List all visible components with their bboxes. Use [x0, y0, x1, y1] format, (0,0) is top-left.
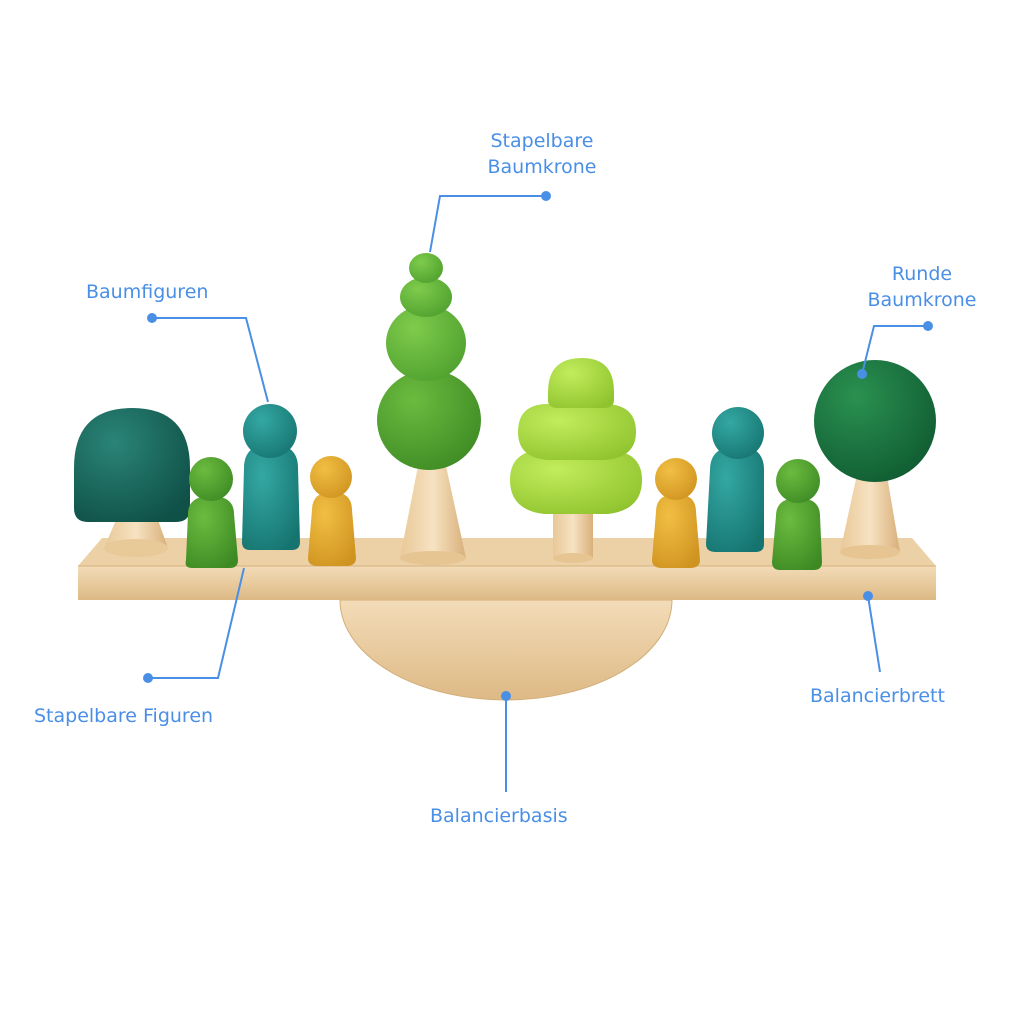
label-stacking-figures: Stapelbare Figuren — [34, 705, 214, 727]
callouts — [148, 195, 928, 792]
callout-dot-tree-figures — [147, 313, 157, 323]
figure-teal-left — [242, 404, 300, 550]
lime-tree — [510, 358, 642, 563]
callout-dot-balance-board — [863, 591, 873, 601]
label-round-crown: Runde Baumkrone — [867, 263, 977, 311]
figure-mustard-left — [308, 456, 356, 566]
label-balance-base: Balancierbasis — [430, 805, 568, 827]
stacking-tree — [377, 253, 481, 565]
callout-dot-stacking-figures — [143, 673, 153, 683]
callout-line-tree-figures — [152, 317, 269, 403]
callout-line-balance-board — [867, 595, 881, 673]
callout-line-round-crown — [861, 325, 928, 375]
label-balance-board: Balancierbrett — [810, 685, 945, 707]
callout-dot-stacking-crown — [541, 191, 551, 201]
callout-line-stacking-figures — [148, 567, 245, 679]
figure-green-left — [185, 457, 238, 568]
mushroom-tree-left — [74, 408, 190, 557]
figure-teal-right — [706, 407, 764, 552]
callout-line-stacking-crown — [429, 195, 546, 253]
figure-mustard-right — [652, 458, 700, 568]
callout-dot-balance-base — [501, 691, 511, 701]
label-stacking-crown: Stapelbare Baumkrone — [487, 130, 597, 178]
callout-dot-round-crown — [923, 321, 933, 331]
callout-dot-round-crown-anchor — [857, 369, 867, 379]
label-tree-figures: Baumfiguren — [86, 281, 209, 303]
round-tree — [814, 360, 936, 559]
balance-base — [339, 599, 673, 701]
figure-green-right — [772, 459, 822, 570]
